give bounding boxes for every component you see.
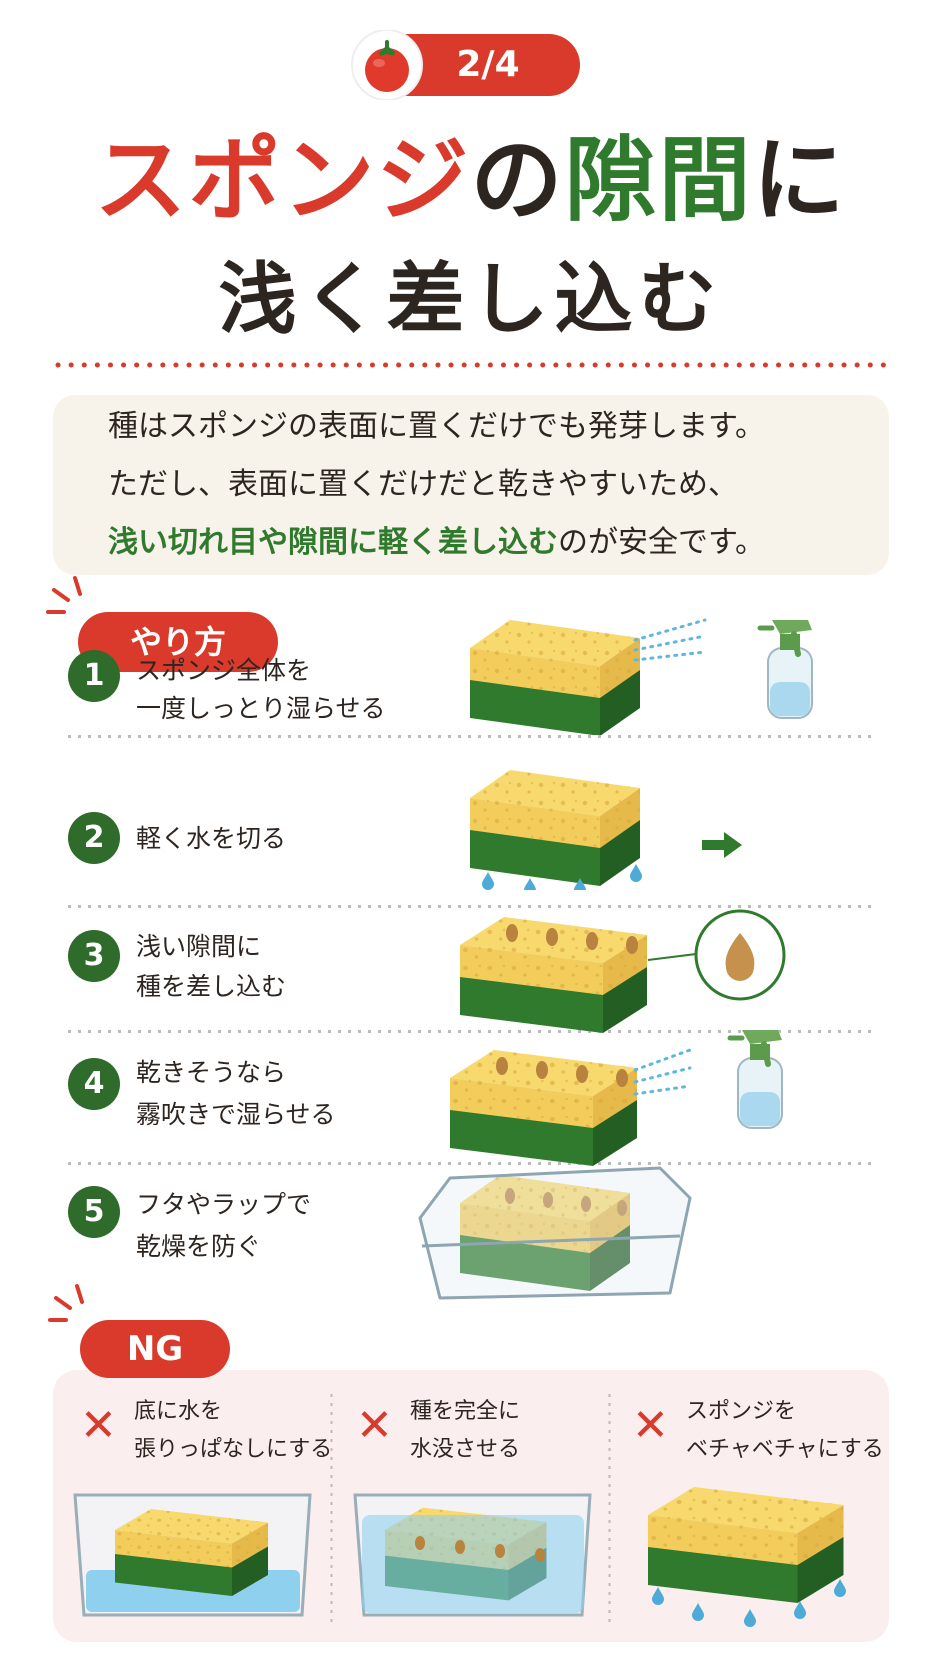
dotted-divider (55, 362, 887, 368)
step-3-illustration (460, 909, 786, 1033)
title-particle: の (470, 127, 565, 234)
sponge-image (470, 620, 640, 735)
step-1-line1: スポンジ全体を (136, 656, 312, 685)
spray-bottle-icon (760, 620, 812, 718)
step-1-number: 1 (68, 650, 120, 702)
page-indicator: 2/4 (456, 44, 520, 85)
step-5-number: 5 (68, 1186, 120, 1238)
title-particle-ni: に (752, 127, 847, 234)
seed-icon (505, 1188, 627, 1216)
seed-icon (725, 933, 755, 981)
intro-line3: 浅い切れ目や隙間に軽く差し込むのが安全です。 (108, 513, 765, 573)
step-1-line2: 一度しっとり湿らせる (136, 694, 386, 723)
intro-line2: ただし、表面に置くだけだと乾きやすいため、 (108, 467, 738, 502)
seed-icon (496, 1057, 628, 1087)
intro-highlight: 浅い切れ目や隙間に軽く差し込む (108, 525, 558, 560)
ng-1-line2: 張りっぱなしにする (134, 1437, 333, 1462)
step-4-number: 4 (68, 1058, 120, 1110)
cross-icon: ✕ (632, 1400, 669, 1451)
spray-mist (633, 618, 707, 662)
howto-label: やり方 (78, 612, 278, 672)
intro-line1: 種はスポンジの表面に置くだけでも発芽します。 (108, 409, 765, 444)
ng-3-illustration (648, 1487, 846, 1627)
step-5-line2: 乾燥を防ぐ (136, 1232, 262, 1261)
lidded-container (418, 1166, 692, 1300)
step-2-illustration (470, 770, 742, 890)
step-1-illustration (470, 610, 840, 735)
ng-divider (608, 1394, 611, 1624)
ng-2-line1: 種を完全に (410, 1399, 521, 1424)
spray-bottle-icon (730, 1030, 782, 1128)
page-indicator-badge (351, 30, 580, 100)
step-5-line1: フタやラップで (136, 1190, 312, 1219)
ng-3-line2: ベチャベチャにする (686, 1437, 884, 1462)
step-4-illustration (450, 1030, 820, 1166)
page-title-line1: スポンジの隙間に (0, 126, 941, 236)
title-word-sponge: スポンジ (94, 127, 471, 234)
step-3-line2: 種を差し込む (136, 972, 287, 1001)
step-2-number: 2 (68, 812, 120, 864)
sponge-image (648, 1487, 844, 1603)
tomato-icon (365, 40, 409, 92)
page-title-line2: 浅く差し込む (218, 255, 723, 345)
step-3-line1: 浅い隙間に (136, 932, 262, 961)
seed-icon (415, 1536, 545, 1562)
step-5-illustration (418, 1166, 692, 1300)
ng-label: NG (80, 1320, 230, 1378)
ng-2-line2: 水没させる (410, 1437, 521, 1462)
sponge-image (470, 770, 640, 886)
step-divider (68, 735, 878, 738)
ng-divider (330, 1394, 333, 1624)
step-3-number: 3 (68, 930, 120, 982)
step-4-line2: 霧吹きで湿らせる (136, 1100, 336, 1129)
ng-3-line1: スポンジを (686, 1399, 797, 1424)
seed-icon (506, 924, 638, 954)
burst-decoration (48, 1284, 84, 1322)
step-2-line1: 軽く水を切る (136, 824, 287, 853)
cross-icon: ✕ (356, 1400, 393, 1451)
spray-mist (633, 1048, 692, 1096)
ng-2-illustration (353, 1493, 592, 1617)
ng-1-line1: 底に水を (134, 1399, 223, 1424)
sponge-image (115, 1509, 268, 1596)
burst-decoration (46, 576, 82, 614)
cross-icon: ✕ (80, 1400, 117, 1451)
intro-box: 種はスポンジの表面に置くだけでも発芽します。 ただし、表面に置くだけだと乾きやす… (53, 395, 889, 575)
title-word-gap: 隙間 (564, 127, 753, 234)
intro-line3-rest: のが安全です。 (558, 525, 765, 560)
step-4-line1: 乾きそうなら (136, 1058, 287, 1087)
ng-1-illustration (73, 1493, 312, 1617)
arrow-right-icon (702, 832, 742, 858)
